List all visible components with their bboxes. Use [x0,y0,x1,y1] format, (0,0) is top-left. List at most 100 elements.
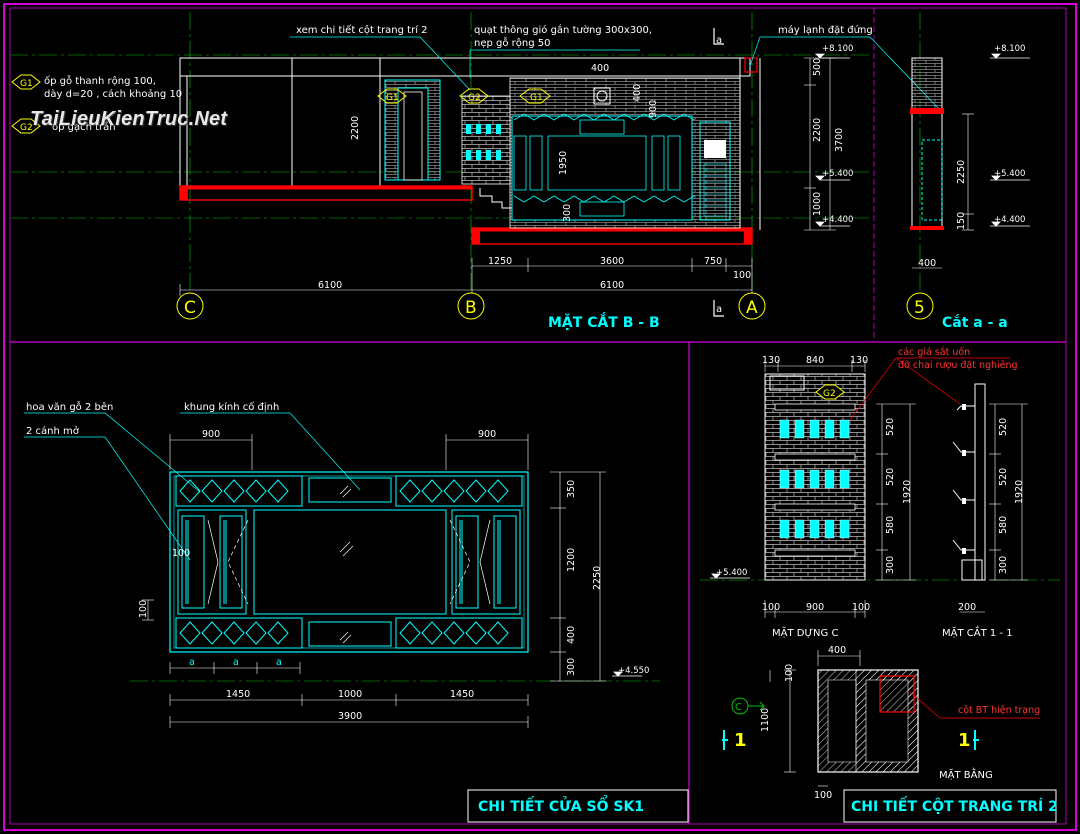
svg-text:1000: 1000 [338,689,362,700]
svg-text:130: 130 [762,355,780,366]
svg-text:ốp gạch trần: ốp gạch trần [52,121,116,133]
window-sk1: hoa văn gỗ 2 bên khung kính cố định 2 cá… [24,400,689,823]
dim-400-top: 400 [591,63,609,74]
svg-text:G2: G2 [823,389,836,399]
note-pattern: hoa văn gỗ 2 bên [26,400,113,413]
svg-text:+5.400: +5.400 [822,169,853,179]
note-ac: máy lạnh đặt đứng [778,24,873,36]
svg-text:100: 100 [762,602,780,613]
svg-text:3600: 3600 [600,256,624,267]
svg-text:G1: G1 [386,93,399,103]
svg-text:200: 200 [958,602,976,613]
sheet-border [3,3,1077,831]
svg-text:100: 100 [852,602,870,613]
svg-text:900: 900 [478,429,496,440]
svg-text:6100: 6100 [318,280,342,291]
svg-text:750: 750 [704,256,722,267]
svg-text:1000: 1000 [812,192,823,216]
svg-text:G2: G2 [20,123,33,133]
window-title: CHI TIẾT CỬA SỔ SK1 [478,795,644,815]
svg-text:+5.400: +5.400 [716,568,747,578]
svg-text:300: 300 [566,658,577,676]
svg-text:3900: 3900 [338,711,362,722]
svg-text:A: A [746,298,758,318]
svg-text:520: 520 [998,418,1009,436]
note-open: 2 cánh mở [26,425,80,437]
svg-text:520: 520 [998,468,1009,486]
svg-text:a: a [276,657,282,668]
svg-text:1450: 1450 [226,689,250,700]
svg-text:1950: 1950 [558,151,569,175]
svg-text:580: 580 [998,516,1009,534]
note-column: xem chi tiết cột trang trí 2 [296,24,428,36]
column-title: CHI TIẾT CỘT TRANG TRÍ 2 [851,796,1058,815]
svg-text:900: 900 [806,602,824,613]
svg-text:350: 350 [566,480,577,498]
svg-text:B: B [465,298,477,318]
svg-text:a: a [189,657,195,668]
svg-text:400: 400 [828,645,846,656]
svg-text:G1: G1 [20,79,33,89]
svg-text:300: 300 [562,204,573,222]
svg-text:a: a [716,304,722,315]
note-frame: khung kính cố định [184,401,279,413]
svg-text:2200: 2200 [350,116,361,140]
svg-text:400: 400 [566,626,577,644]
svg-text:500: 500 [812,58,823,76]
section-bb: xem chi tiết cột trang trí 2 quạt thông … [10,12,941,331]
svg-text:2200: 2200 [812,118,823,142]
svg-text:6100: 6100 [600,280,624,291]
svg-text:+4.400: +4.400 [822,215,853,225]
svg-text:C: C [184,298,196,318]
svg-text:900: 900 [648,100,659,118]
svg-text:300: 300 [998,556,1009,574]
svg-text:ốp gỗ thanh rộng 100,: ốp gỗ thanh rộng 100, [44,74,156,87]
svg-text:a: a [716,35,722,46]
svg-text:2250: 2250 [592,566,603,590]
svg-text:+4.550: +4.550 [618,666,649,676]
legend: G1 ốp gỗ thanh rộng 100, dày d=20 , cách… [11,74,182,134]
svg-text:1: 1 [734,730,747,751]
svg-text:520: 520 [885,418,896,436]
svg-text:840: 840 [806,355,824,366]
svg-text:5: 5 [914,298,925,318]
section-bb-title: MẶT CẮT B - B [548,312,660,331]
tag-markers: G1 G2 G1 [377,88,551,104]
label-sec: MẶT CẮT 1 - 1 [942,625,1013,639]
svg-text:580: 580 [885,516,896,534]
svg-text:G2: G2 [468,93,481,103]
svg-text:+8.100: +8.100 [994,44,1025,54]
section-aa: 2250 150 400 +8.100 +5.400 +4.400 5 Cắt … [906,12,1030,331]
svg-text:300: 300 [885,556,896,574]
svg-text:các giá sắt uốn: các giá sắt uốn [898,347,970,358]
svg-text:520: 520 [885,468,896,486]
svg-text:150: 150 [956,212,967,230]
svg-text:400: 400 [918,258,936,269]
svg-text:C: C [735,702,742,713]
svg-text:100: 100 [138,600,149,618]
svg-text:1450: 1450 [450,689,474,700]
svg-text:3700: 3700 [834,128,845,152]
svg-text:+8.100: +8.100 [822,44,853,54]
note-fan-2: nẹp gỗ rộng 50 [474,36,550,49]
svg-text:2250: 2250 [956,160,967,184]
watermark-logo: TaiLieuKienTruc.Net [30,108,228,130]
svg-text:1200: 1200 [566,548,577,572]
label-elev: MẶT DỰNG C [772,626,838,639]
svg-text:dày d=20 , cách khoảng 10: dày d=20 , cách khoảng 10 [44,88,182,100]
svg-text:130: 130 [850,355,868,366]
svg-text:100: 100 [172,548,190,559]
note-fan-1: quạt thông gió gắn tường 300x300, [474,23,652,36]
svg-text:100: 100 [814,790,832,801]
svg-text:1250: 1250 [488,256,512,267]
svg-text:đỡ chai rượu đặt nghiêng: đỡ chai rượu đặt nghiêng [898,360,1018,371]
svg-text:400: 400 [632,84,643,102]
svg-text:900: 900 [202,429,220,440]
svg-text:+5.400: +5.400 [994,169,1025,179]
svg-text:1: 1 [958,730,971,751]
svg-text:G1: G1 [530,93,543,103]
column-detail: G2 các giá sắt uốn đỡ chai rượu đặt nghi… [700,347,1060,823]
section-aa-title: Cắt a - a [942,314,1008,331]
svg-text:1920: 1920 [1014,480,1025,504]
